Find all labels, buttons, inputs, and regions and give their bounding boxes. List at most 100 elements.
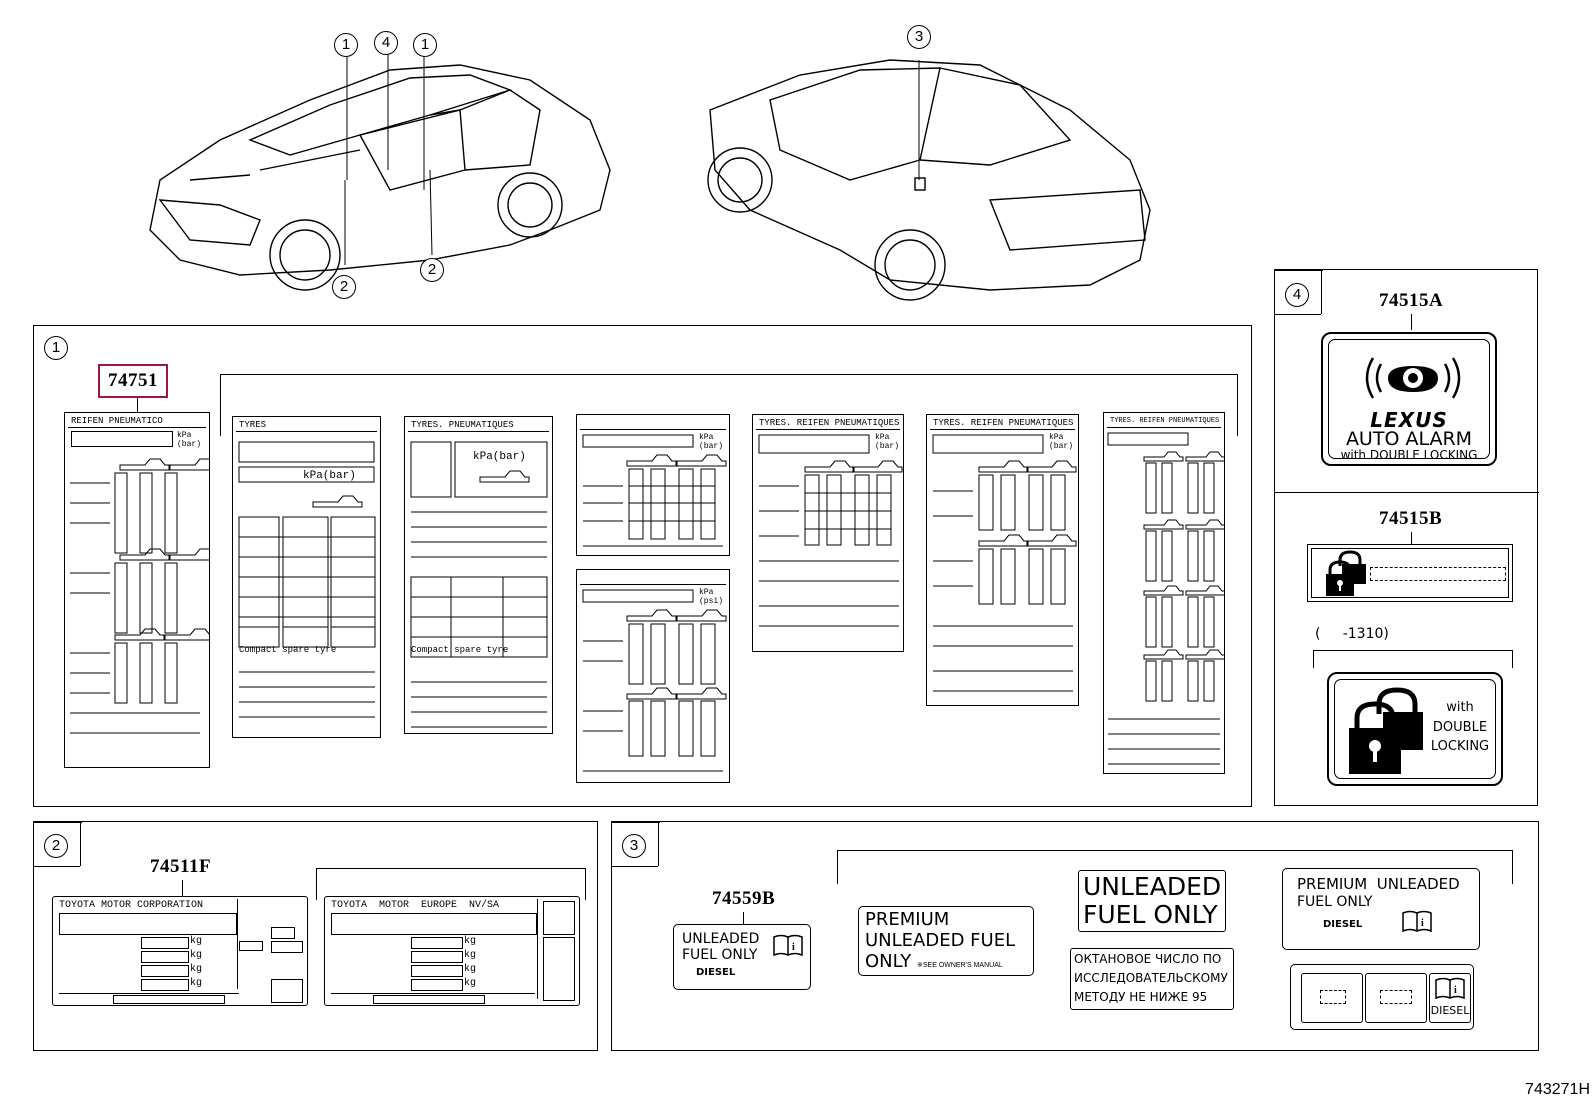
bracket-right xyxy=(1237,374,1238,436)
tyre-label-6[interactable]: TYRES. REIFEN PNEUMATIQUES kPa (bar) xyxy=(752,414,904,652)
divider xyxy=(612,822,660,823)
tyre-label-header: TYRES. REIFEN PNEUMATIQUES xyxy=(756,418,900,430)
vin-field xyxy=(59,913,237,935)
bracket-line xyxy=(220,374,1238,375)
bracket-left xyxy=(837,850,838,884)
divider xyxy=(331,993,535,994)
divider xyxy=(34,822,82,823)
tyre-pressure-table xyxy=(582,589,727,772)
kg-unit: kg xyxy=(190,950,203,961)
weight-field xyxy=(141,937,189,949)
tyre-label-7[interactable]: TYRES. REIFEN PNEUMATIQUES kPa (bar) xyxy=(926,414,1079,706)
vin-field xyxy=(331,913,537,935)
panel-vin-plates: 2 74511F TOYOTA MOTOR CORPORATION kg kg … xyxy=(33,821,598,1051)
lock-sticker-b[interactable] xyxy=(1307,544,1513,602)
premium-unleaded-text: PREMIUM UNLEADED xyxy=(1297,875,1460,893)
diesel-text: DIESEL xyxy=(1430,1004,1470,1017)
vin-plate-toyota-motor-corporation[interactable]: TOYOTA MOTOR CORPORATION kg kg kg kg xyxy=(52,896,308,1006)
field xyxy=(239,941,263,951)
fuel-only-text: FUEL ONLY xyxy=(1083,900,1218,929)
tyre-label-5[interactable]: kPa (psi) xyxy=(576,569,730,783)
callout-1a: 1 xyxy=(334,33,358,57)
callout-2a: 2 xyxy=(332,275,356,299)
divider xyxy=(537,899,538,999)
tyre-label-header: TYRES. PNEUMATIQUES xyxy=(408,420,549,432)
field xyxy=(113,995,225,1004)
divider xyxy=(1275,492,1539,493)
field xyxy=(271,979,303,1003)
part-number-74511F[interactable]: 74511F xyxy=(150,856,212,877)
fuel-sticker-diesel-blank[interactable]: i DIESEL xyxy=(1290,964,1474,1030)
part-number-74515A[interactable]: 74515A xyxy=(1379,290,1444,311)
panel-callout: 4 xyxy=(1285,283,1309,307)
unit-label: kPa(bar) xyxy=(473,451,526,463)
field xyxy=(543,937,575,1001)
octane-text-line3: МЕТОДУ НЕ НИЖЕ 95 xyxy=(1074,990,1208,1004)
fuel-sticker-premium[interactable]: PREMIUM UNLEADED FUEL ONLY ※SEE OWNER'S … xyxy=(858,906,1034,976)
bracket-line xyxy=(316,868,586,869)
tyre-pressure-table xyxy=(70,458,209,734)
double-text: DOUBLE xyxy=(1432,720,1488,735)
tyre-pressure-table xyxy=(410,441,548,728)
weight-field xyxy=(141,965,189,977)
unit-label: kPa(bar) xyxy=(303,470,356,482)
fuel-sticker-unleaded-diesel[interactable]: UNLEADED FUEL ONLY DIESEL i xyxy=(673,924,811,990)
tyre-label-3[interactable]: TYRES. PNEUMATIQUES kPa(bar) Compact spa… xyxy=(404,416,553,734)
callout-2b: 2 xyxy=(420,258,444,282)
owners-manual-icon: i xyxy=(1435,977,1465,1000)
tyre-label-4[interactable]: kPa (bar) xyxy=(576,414,730,556)
field xyxy=(373,995,485,1004)
fuel-sticker-premium-diesel[interactable]: PREMIUM UNLEADED FUEL ONLY DIESEL i xyxy=(1282,868,1480,950)
callout-4: 4 xyxy=(374,31,398,55)
tyre-pressure-table xyxy=(758,434,903,627)
tyre-label-header: TYRES xyxy=(236,420,377,432)
bracket-line xyxy=(1313,650,1513,651)
weight-field xyxy=(411,951,463,963)
part-number-74515B[interactable]: 74515B xyxy=(1379,508,1443,529)
weight-field xyxy=(411,979,463,991)
double-locking-sticker[interactable]: with DOUBLE LOCKING xyxy=(1327,672,1503,786)
tyre-label-8[interactable]: TYRES. REIFEN PNEUMATIQUES xyxy=(1103,412,1225,774)
alarm-siren-icon xyxy=(1365,357,1461,399)
front-car-illustration xyxy=(149,50,611,291)
unit-label: kPa (bar) xyxy=(699,433,724,451)
tyre-pressure-table xyxy=(582,434,727,547)
field xyxy=(71,431,173,447)
kg-unit: kg xyxy=(464,964,477,975)
kg-unit: kg xyxy=(190,964,203,975)
spare-tyre-note: Compact spare tyre xyxy=(239,645,337,655)
auto-alarm-sticker[interactable]: LEXUS AUTO ALARM with DOUBLE LOCKING xyxy=(1321,332,1497,466)
auto-alarm-text: AUTO ALARM xyxy=(1345,428,1473,450)
divider xyxy=(612,866,658,867)
field xyxy=(271,941,303,953)
with-text: with xyxy=(1446,700,1474,715)
blank-field xyxy=(1370,567,1506,581)
part-number-74751[interactable]: 74751 xyxy=(98,364,168,398)
fuel-sticker-unleaded-fuel-only[interactable]: UNLEADED FUEL ONLY xyxy=(1078,870,1226,932)
divider xyxy=(1275,314,1321,315)
part-number-74559B[interactable]: 74559B xyxy=(712,888,776,909)
svg-text:i: i xyxy=(1421,918,1424,929)
fuel-only-text: FUEL ONLY xyxy=(682,947,758,963)
kg-unit: kg xyxy=(464,936,477,947)
unit-label: kPa (bar) xyxy=(875,433,900,451)
unit-label: kPa (bar) xyxy=(1049,433,1074,451)
tyre-label-header xyxy=(580,418,726,430)
unleaded-text: UNLEADED xyxy=(1083,872,1222,901)
tyre-label-1[interactable]: REIFEN PNEUMATICO kPa (bar) xyxy=(64,412,210,768)
octane-text-line2: ИССЛЕДОВАТЕЛЬСКОМУ xyxy=(1074,971,1228,985)
spare-tyre-note: Compact spare tyre xyxy=(411,645,509,655)
panel-fuel-labels: 3 74559B UNLEADED FUEL ONLY DIESEL i PRE… xyxy=(611,821,1539,1051)
diesel-text: DIESEL xyxy=(696,967,736,978)
vin-plate-toyota-motor-europe[interactable]: TOYOTA MOTOR EUROPE NV/SA kg kg kg kg xyxy=(324,896,580,1006)
tyre-pressure-table xyxy=(1107,432,1224,765)
tyre-label-2[interactable]: TYRES kPa(bar) Compact spare tyre xyxy=(232,416,381,738)
tyre-label-header: TYRES. REIFEN PNEUMATIQUES xyxy=(1107,416,1221,428)
bracket-right xyxy=(1512,650,1513,668)
premium-text: PREMIUM xyxy=(865,909,950,930)
bracket-left xyxy=(316,868,317,900)
divider xyxy=(1275,270,1323,271)
unleaded-fuel-text: UNLEADED FUEL xyxy=(865,930,1016,951)
fuel-sticker-russian-octane[interactable]: ОКТАНОВОЕ ЧИСЛО ПО ИССЛЕДОВАТЕЛЬСКОМУ МЕ… xyxy=(1070,948,1234,1010)
weight-field xyxy=(141,979,189,991)
